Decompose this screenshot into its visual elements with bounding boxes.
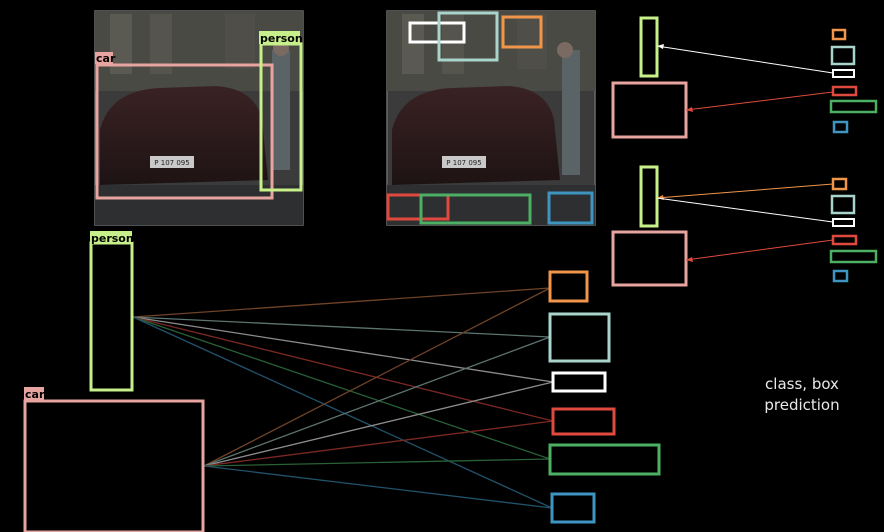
pred-blue xyxy=(832,120,849,134)
match-line-orange xyxy=(656,183,834,199)
target-car-box xyxy=(611,230,688,287)
car-box xyxy=(95,63,274,200)
target-car-box xyxy=(611,81,688,139)
gt-person-label: person xyxy=(91,232,134,245)
middle-photo: P 107 095 xyxy=(386,10,596,226)
person-label: person xyxy=(260,32,303,45)
car-label: car xyxy=(96,52,116,65)
pred-lightblue xyxy=(830,45,856,66)
pred-green xyxy=(829,249,878,264)
match-line-white xyxy=(656,197,834,223)
match-line-red xyxy=(685,91,834,111)
pred-red xyxy=(831,234,858,246)
target-person-box xyxy=(639,16,659,78)
pred-box-red xyxy=(551,407,616,436)
pred-box-lightblue xyxy=(548,312,611,363)
target-person-box xyxy=(639,165,659,228)
pred-green xyxy=(829,99,878,114)
svg-text:P 107 095: P 107 095 xyxy=(446,159,481,167)
gt-person-box xyxy=(89,241,134,392)
prediction-boxes xyxy=(548,270,661,524)
pred-white xyxy=(832,218,855,227)
query-box-green xyxy=(419,193,532,225)
pred-orange xyxy=(831,28,847,41)
query-box-red xyxy=(386,193,450,221)
caption-line-2: prediction xyxy=(764,396,840,414)
gt-car-label-bg xyxy=(24,387,44,400)
pred-box-blue xyxy=(550,492,596,524)
match-line-red xyxy=(685,239,834,261)
svg-text:P 107 095: P 107 095 xyxy=(154,159,189,167)
caption: class, box prediction xyxy=(742,374,862,416)
gt-car-box xyxy=(23,399,205,532)
pred-lightblue xyxy=(830,194,856,215)
query-box-lightblue xyxy=(437,11,499,62)
ground-truth-boxes: person car xyxy=(23,231,205,532)
pred-box-white xyxy=(551,371,607,393)
caption-line-1: class, box xyxy=(765,375,839,393)
car-body-icon xyxy=(100,86,268,185)
person-figure-icon xyxy=(562,50,580,175)
gt-car-label: car xyxy=(25,388,45,401)
query-box-blue xyxy=(547,191,594,225)
gt-person-label-bg xyxy=(90,231,132,244)
pred-box-orange xyxy=(548,270,589,303)
match-line-white xyxy=(656,45,834,74)
query-box-white xyxy=(408,21,466,44)
person-label-bg xyxy=(259,31,300,44)
bipartite-lines xyxy=(132,287,554,509)
query-box-orange xyxy=(501,15,543,49)
car-label-bg xyxy=(95,52,113,64)
matching-panel-2 xyxy=(611,165,878,287)
car-body-icon xyxy=(392,86,560,185)
matching-panel-1 xyxy=(611,16,878,139)
watermark-logo-icon xyxy=(838,510,868,528)
person-figure-icon xyxy=(272,50,290,170)
pred-orange xyxy=(831,177,848,191)
left-photo: P 107 095 car person xyxy=(94,10,304,226)
pred-white xyxy=(832,69,855,78)
pred-box-green xyxy=(548,443,661,476)
pred-red xyxy=(831,85,858,97)
pred-blue xyxy=(832,269,849,283)
